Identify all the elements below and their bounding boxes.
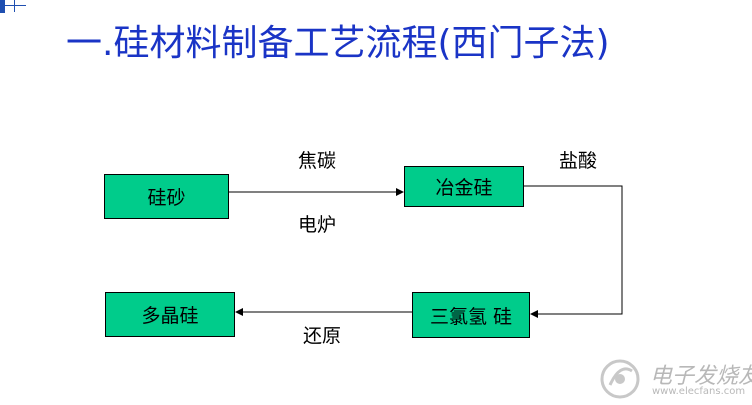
edge-label-hydrochloric-acid: 盐酸 — [559, 150, 598, 172]
corner-line-vertical — [14, 0, 15, 12]
watermark-url: www.elecfans.com — [652, 386, 746, 397]
edge-label-coke: 焦碳 — [298, 150, 337, 172]
arrow-mg-to-tcs — [524, 185, 623, 318]
watermark-text: 电子发烧友 — [650, 364, 752, 389]
corner-decoration — [0, 0, 5, 13]
corner-line-horizontal — [0, 5, 26, 6]
node-polysilicon: 多晶硅 — [105, 292, 235, 337]
node-metallurgical-silicon: 冶金硅 — [404, 166, 524, 207]
edge-label-furnace: 电炉 — [298, 214, 337, 236]
elecfans-logo-icon — [600, 359, 640, 399]
edge-label-reduction: 还原 — [303, 325, 342, 347]
node-trichlorosilane: 三氯氢 硅 — [412, 292, 530, 338]
node-silica-sand: 硅砂 — [104, 174, 229, 219]
slide-title: 一.硅材料制备工艺流程(西门子法) — [66, 23, 610, 64]
